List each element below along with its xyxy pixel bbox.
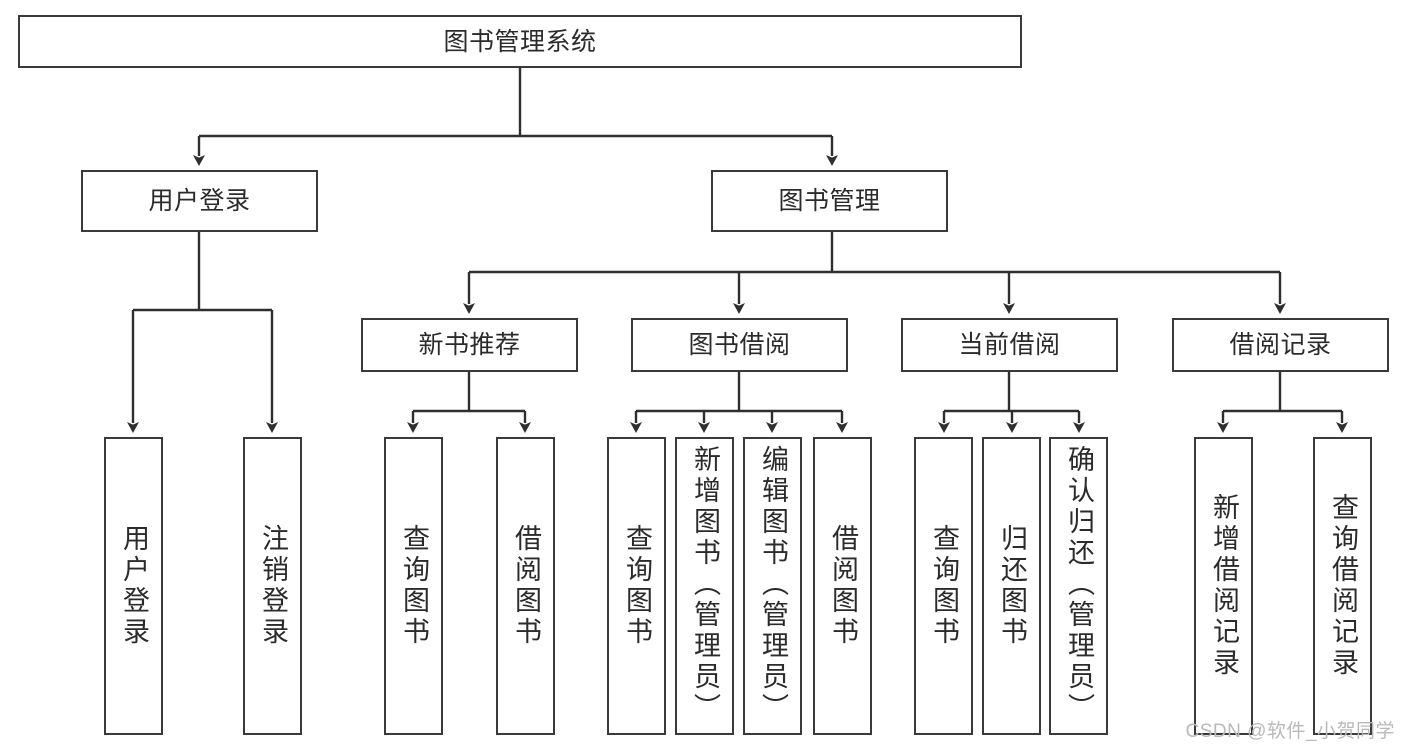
leaf-book-borrow-borrow-books[interactable]: 借阅图书 [813,437,872,735]
node-label: 当前借阅 [958,331,1061,359]
leaf-label: 查询图书 [622,524,652,648]
node-current-borrowing[interactable]: 当前借阅 [901,318,1118,372]
leaf-book-borrow-edit-book-admin[interactable]: 编辑图书（管理员） [743,437,802,735]
leaf-book-borrow-query-books[interactable]: 查询图书 [607,437,666,735]
leaf-label: 注销登录 [258,524,288,648]
leaf-label: 借阅图书 [828,524,858,648]
leaf-user-login-signin[interactable]: 用户登录 [104,437,163,735]
leaf-current-borrow-confirm-return-admin[interactable]: 确认归还（管理员） [1049,437,1108,735]
leaf-new-book-borrow-books[interactable]: 借阅图书 [496,437,555,735]
node-label: 借阅记录 [1229,331,1332,359]
leaf-current-borrow-return-books[interactable]: 归还图书 [982,437,1041,735]
node-root-library-management-system[interactable]: 图书管理系统 [18,15,1022,68]
node-user-login[interactable]: 用户登录 [81,170,318,232]
node-book-borrowing[interactable]: 图书借阅 [631,318,848,372]
leaf-label: 查询借阅记录 [1328,493,1358,679]
leaf-label: 确认归还（管理员） [1064,445,1094,724]
csdn-watermark: CSDN @软件_小贺同学 [1185,721,1395,742]
node-label: 用户登录 [148,187,251,215]
leaf-label: 借阅图书 [511,524,541,648]
leaf-borrow-record-add-record[interactable]: 新增借阅记录 [1194,437,1253,735]
node-label: 图书管理系统 [443,27,597,56]
leaf-book-borrow-add-book-admin[interactable]: 新增图书（管理员） [675,437,734,735]
leaf-new-book-query-books[interactable]: 查询图书 [384,437,443,735]
leaf-label: 编辑图书（管理员） [758,445,788,724]
node-label: 新书推荐 [418,331,521,359]
leaf-label: 用户登录 [119,524,149,648]
node-new-book-recommendation[interactable]: 新书推荐 [361,318,578,372]
node-label: 图书管理 [778,187,881,215]
node-borrow-records[interactable]: 借阅记录 [1172,318,1389,372]
leaf-label: 新增借阅记录 [1209,493,1239,679]
leaf-label: 查询图书 [399,524,429,648]
leaf-user-login-signout[interactable]: 注销登录 [243,437,302,735]
leaf-label: 新增图书（管理员） [690,445,720,724]
leaf-borrow-record-query-record[interactable]: 查询借阅记录 [1313,437,1372,735]
leaf-current-borrow-query-books[interactable]: 查询图书 [914,437,973,735]
leaf-label: 查询图书 [929,524,959,648]
node-book-management[interactable]: 图书管理 [711,170,948,232]
leaf-label: 归还图书 [997,524,1027,648]
node-label: 图书借阅 [688,331,791,359]
